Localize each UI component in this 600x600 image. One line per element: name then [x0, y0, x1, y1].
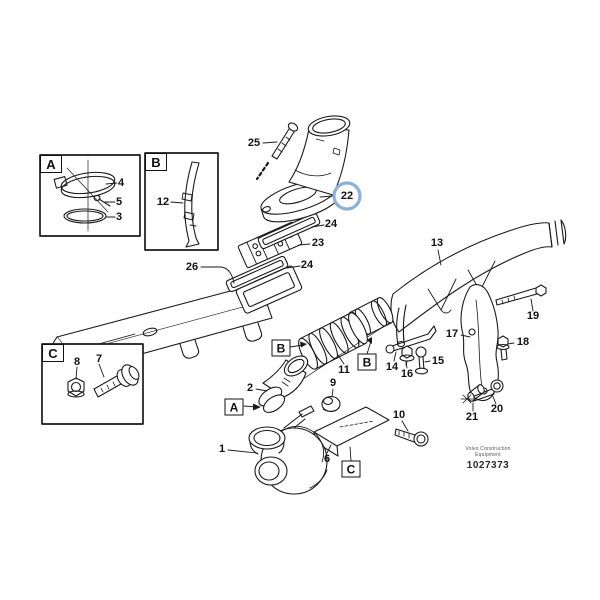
part-label-20[interactable]: 20 [490, 403, 504, 415]
part-label-13[interactable]: 13 [430, 237, 444, 249]
detail-box-tag-a: A [40, 155, 62, 173]
part-label-15[interactable]: 15 [431, 355, 445, 367]
bolt-part-10 [394, 428, 429, 447]
part-label-2[interactable]: 2 [246, 382, 254, 394]
bolt-part-19 [495, 284, 547, 306]
detail-box-c-art [41, 343, 144, 425]
bolt-part-7 [93, 364, 140, 398]
gasket-part-24-lower [225, 255, 289, 293]
part-label-1[interactable]: 1 [218, 443, 226, 455]
nut-part-16 [399, 345, 415, 366]
part-label-17[interactable]: 17 [445, 328, 459, 340]
part-label-4[interactable]: 4 [117, 177, 125, 189]
bracket-part-17 [460, 284, 499, 402]
callout-b: B [271, 339, 291, 357]
detail-box-tag-c: C [42, 344, 64, 362]
leader-arrowheads [253, 337, 372, 411]
highlighted-part-label[interactable]: 22 [340, 190, 354, 202]
strap-part-12 [181, 161, 200, 248]
leader-lines [200, 141, 534, 462]
rubber-elbow-part-2 [258, 355, 309, 413]
part-label-3[interactable]: 3 [115, 211, 123, 223]
gasket-part-24-upper [257, 212, 321, 250]
callout-c: C [341, 460, 361, 478]
callout-b: B [357, 353, 377, 371]
part-label-6[interactable]: 6 [323, 453, 331, 465]
part-label-16[interactable]: 16 [400, 368, 414, 380]
bracket-part-14 [385, 325, 437, 354]
part-label-10[interactable]: 10 [392, 409, 406, 421]
part-label-7[interactable]: 7 [95, 353, 103, 365]
bolt-part-25 [255, 122, 299, 181]
part-label-24[interactable]: 24 [324, 218, 338, 230]
part-label-8[interactable]: 8 [73, 356, 81, 368]
part-label-9[interactable]: 9 [329, 377, 337, 389]
drawing-footer: Volvo Construction Equipment 1027373 [450, 446, 526, 471]
seal-ring-part-3 [63, 208, 107, 224]
part-label-12[interactable]: 12 [156, 196, 170, 208]
clamp-screw-part-5 [93, 194, 111, 207]
intake-elbow-part-22 [260, 115, 351, 223]
part-label-19[interactable]: 19 [526, 310, 540, 322]
highlight-circle[interactable] [332, 181, 362, 211]
brand-line-2: Equipment [475, 452, 501, 458]
part-label-5[interactable]: 5 [115, 196, 123, 208]
turbocharger-part-1 [248, 405, 328, 495]
detail-box-tag-b: B [145, 153, 167, 171]
part-label-21[interactable]: 21 [465, 411, 479, 423]
bolt-part-20 [471, 379, 504, 402]
bolt-part-18 [496, 335, 510, 361]
bolt-part-15 [414, 346, 429, 375]
callout-a: A [224, 398, 244, 416]
part-label-18[interactable]: 18 [516, 336, 530, 348]
drawing-part-number: 1027373 [466, 460, 510, 471]
grommet-part-9 [321, 395, 341, 413]
part-label-25[interactable]: 25 [247, 137, 261, 149]
brand-line-1: Volvo Construction [465, 446, 511, 452]
part-label-26[interactable]: 26 [185, 261, 199, 273]
pin-part-21 [460, 384, 485, 404]
flange-nut-part-8 [67, 377, 85, 398]
part-label-24[interactable]: 24 [300, 259, 314, 271]
part-label-23[interactable]: 23 [311, 237, 325, 249]
part-label-14[interactable]: 14 [385, 361, 399, 373]
part-label-11[interactable]: 11 [338, 364, 350, 376]
